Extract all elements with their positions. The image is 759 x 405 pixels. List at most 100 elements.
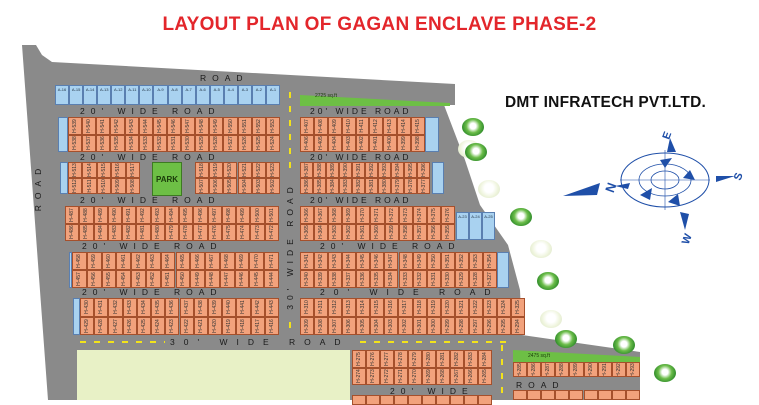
plot[interactable]: H-529 bbox=[195, 134, 210, 152]
plot[interactable]: H-517 bbox=[125, 162, 140, 178]
plot[interactable]: H-382 bbox=[352, 178, 365, 194]
corner-plot[interactable] bbox=[425, 117, 439, 152]
plot[interactable]: H-402 bbox=[355, 134, 370, 152]
plot[interactable]: H-412 bbox=[369, 117, 384, 135]
plot[interactable]: H-314 bbox=[356, 298, 371, 317]
plot[interactable]: H-379 bbox=[391, 178, 404, 194]
plot[interactable]: H-528 bbox=[209, 134, 224, 152]
plot[interactable]: H-311 bbox=[314, 298, 329, 317]
plot[interactable]: H-388 bbox=[313, 162, 326, 178]
plot[interactable]: H-347 bbox=[384, 252, 399, 270]
plot[interactable]: H-319 bbox=[426, 298, 441, 317]
plot[interactable]: H-299 bbox=[440, 316, 455, 335]
plot[interactable] bbox=[513, 390, 528, 400]
plot[interactable] bbox=[366, 395, 380, 405]
plot[interactable] bbox=[436, 395, 450, 405]
plot[interactable]: H-414 bbox=[397, 117, 412, 135]
plot[interactable]: H-278 bbox=[394, 350, 408, 368]
plot[interactable]: H-482 bbox=[122, 223, 137, 241]
plot[interactable]: H-516 bbox=[111, 162, 126, 178]
plot[interactable] bbox=[380, 395, 394, 405]
corner-plot[interactable] bbox=[58, 117, 68, 152]
plot[interactable]: H-515 bbox=[96, 162, 112, 178]
plot[interactable]: H-372 bbox=[384, 206, 399, 224]
plot[interactable]: H-539 bbox=[68, 117, 83, 135]
plot[interactable]: H-464 bbox=[160, 252, 176, 270]
plot[interactable]: H-542 bbox=[110, 117, 125, 135]
plot[interactable]: H-468 bbox=[219, 252, 235, 270]
plot[interactable]: H-273 bbox=[366, 367, 380, 385]
plot[interactable]: H-524 bbox=[265, 134, 280, 152]
plot[interactable]: H-348 bbox=[398, 252, 413, 270]
plot[interactable]: H-369 bbox=[342, 206, 357, 224]
plot[interactable]: H-534 bbox=[124, 134, 139, 152]
corner-plot[interactable] bbox=[60, 162, 68, 194]
plot[interactable]: H-500 bbox=[250, 206, 265, 224]
plot[interactable]: H-422 bbox=[179, 316, 194, 335]
plot[interactable]: H-545 bbox=[152, 117, 167, 135]
plot[interactable]: H-268 bbox=[436, 367, 450, 385]
plot[interactable]: H-497 bbox=[207, 206, 222, 224]
plot[interactable]: H-374 bbox=[412, 206, 427, 224]
a-plot[interactable]: A-6 bbox=[195, 85, 210, 105]
plot[interactable]: H-501 bbox=[264, 206, 279, 224]
plot[interactable]: H-325 bbox=[510, 298, 525, 317]
plot[interactable]: H-310 bbox=[300, 298, 315, 317]
plot[interactable]: H-535 bbox=[110, 134, 125, 152]
plot[interactable]: H-353 bbox=[468, 252, 483, 270]
plot[interactable]: H-328 bbox=[468, 270, 483, 288]
plot[interactable]: H-546 bbox=[166, 117, 182, 135]
a-plot[interactable]: A-25 bbox=[482, 212, 495, 240]
plot[interactable]: H-448 bbox=[205, 270, 220, 288]
plot[interactable]: H-275 bbox=[352, 350, 366, 368]
plot[interactable]: H-392 bbox=[365, 162, 378, 178]
plot[interactable]: H-496 bbox=[193, 206, 208, 224]
plot[interactable]: H-340 bbox=[300, 270, 315, 288]
plot[interactable]: H-346 bbox=[370, 252, 385, 270]
plot[interactable]: H-518 bbox=[195, 162, 210, 178]
a-plot[interactable]: A-16 bbox=[55, 85, 70, 105]
plot[interactable]: H-521 bbox=[237, 162, 252, 178]
plot[interactable]: H-547 bbox=[181, 117, 196, 135]
plot[interactable]: H-523 bbox=[265, 162, 280, 178]
plot[interactable]: H-323 bbox=[482, 298, 497, 317]
a-plot[interactable]: A-11 bbox=[125, 85, 140, 105]
plot[interactable]: H-553 bbox=[265, 117, 280, 135]
plot[interactable]: H-322 bbox=[468, 298, 483, 317]
plot[interactable]: H-288 bbox=[555, 362, 570, 377]
plot[interactable]: H-511 bbox=[82, 178, 97, 194]
plot[interactable]: H-279 bbox=[408, 350, 422, 368]
plot[interactable]: H-385 bbox=[313, 178, 326, 194]
plot[interactable]: H-503 bbox=[251, 178, 266, 194]
plot[interactable]: H-541 bbox=[96, 117, 111, 135]
plot[interactable]: H-493 bbox=[150, 206, 165, 224]
plot[interactable]: H-440 bbox=[222, 298, 237, 317]
plot[interactable]: H-505 bbox=[223, 178, 238, 194]
plot[interactable]: H-472 bbox=[264, 223, 279, 241]
plot[interactable]: H-475 bbox=[221, 223, 237, 241]
plot[interactable]: H-350 bbox=[426, 252, 441, 270]
a-plot[interactable]: A-1 bbox=[265, 85, 280, 105]
plot[interactable]: H-435 bbox=[151, 298, 166, 317]
plot[interactable]: H-331 bbox=[426, 270, 441, 288]
plot[interactable]: H-404 bbox=[327, 134, 342, 152]
plot[interactable]: H-471 bbox=[264, 252, 279, 270]
plot[interactable]: H-494 bbox=[164, 206, 180, 224]
plot[interactable]: H-313 bbox=[342, 298, 357, 317]
plot[interactable]: H-342 bbox=[314, 252, 329, 270]
plot[interactable]: H-366 bbox=[300, 206, 315, 224]
plot[interactable]: H-551 bbox=[237, 117, 252, 135]
plot[interactable] bbox=[464, 395, 478, 405]
plot[interactable]: H-324 bbox=[496, 298, 511, 317]
plot[interactable]: H-375 bbox=[426, 206, 441, 224]
plot[interactable]: H-291 bbox=[597, 362, 612, 377]
plot[interactable]: H-312 bbox=[328, 298, 343, 317]
plot[interactable]: H-276 bbox=[366, 350, 380, 368]
plot[interactable]: H-514 bbox=[82, 162, 97, 178]
plot[interactable]: H-294 bbox=[510, 316, 525, 335]
corner-plot[interactable] bbox=[69, 252, 72, 288]
plot[interactable]: H-513 bbox=[68, 162, 83, 178]
plot[interactable]: H-303 bbox=[384, 316, 399, 335]
plot[interactable] bbox=[597, 390, 612, 400]
plot[interactable]: H-356 bbox=[426, 223, 441, 241]
